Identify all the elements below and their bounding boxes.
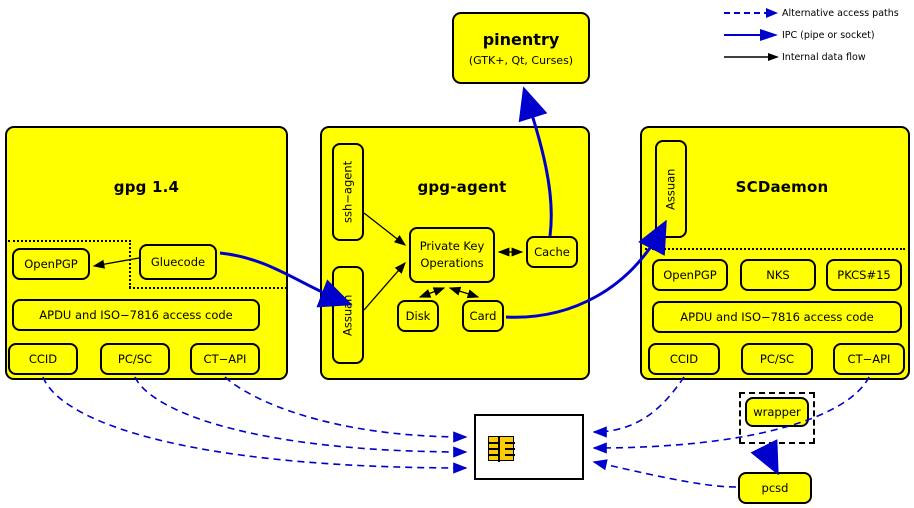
gpg-ctapi-label: CT−API [203, 351, 247, 366]
gpg-node-openpgp[interactable]: OpenPGP [12, 248, 90, 280]
gpg-agent-disk-label: Disk [405, 308, 431, 323]
legend: Alternative access paths IPC (pipe or so… [722, 2, 914, 68]
panel-gpg-agent-title: gpg-agent [417, 178, 507, 196]
legend-label-alternative-paths: Alternative access paths [782, 7, 899, 19]
scdaemon-pcsc-label: PC/SC [759, 351, 795, 366]
legend-label-internal-data-flow: Internal data flow [782, 51, 866, 63]
gpg-dotted-bottom [129, 287, 287, 289]
smartcard-chip-icon [488, 436, 515, 462]
scdaemon-node-assuan[interactable]: Assuan [655, 140, 687, 238]
gpg-agent-node-assuan[interactable]: Assuan [332, 266, 364, 364]
pcsd-label: pcsd [761, 480, 789, 495]
gpg-ccid-label: CCID [28, 351, 58, 366]
gpg-pcsc-label: PC/SC [117, 351, 153, 366]
smartcard[interactable] [474, 414, 584, 480]
gpg-dotted-vert [129, 240, 131, 288]
gpg-agent-cache-label: Cache [534, 244, 570, 259]
scdaemon-ccid-label: CCID [669, 351, 699, 366]
scdaemon-pkcs15-label: PKCS#15 [837, 267, 891, 282]
ipc-arrow-icon [722, 25, 782, 45]
legend-item-internal-data-flow: Internal data flow [722, 46, 914, 68]
scdaemon-node-nks[interactable]: NKS [740, 259, 816, 291]
panel-scdaemon-title: SCDaemon [735, 178, 829, 196]
gpg-agent-assuan-label: Assuan [340, 294, 355, 336]
gpg-agent-ssh-agent-label: ssh−agent [340, 160, 355, 224]
scdaemon-node-ccid[interactable]: CCID [648, 343, 720, 375]
scdaemon-node-ctapi[interactable]: CT−API [833, 343, 905, 375]
scdaemon-openpgp-label: OpenPGP [663, 267, 717, 282]
private-key-ops-line2: Operations [420, 256, 484, 270]
gpg-openpgp-label: OpenPGP [24, 256, 78, 271]
gpg-agent-node-disk[interactable]: Disk [397, 300, 439, 332]
scdaemon-nks-label: NKS [766, 267, 790, 282]
pinentry-box[interactable]: pinentry (GTK+, Qt, Curses) [452, 12, 590, 84]
gpg-node-pcsc[interactable]: PC/SC [100, 343, 170, 375]
gpg-agent-node-cache[interactable]: Cache [526, 236, 578, 268]
legend-item-ipc: IPC (pipe or socket) [722, 24, 914, 46]
panel-gpg-title: gpg 1.4 [113, 178, 180, 196]
scdaemon-assuan-label: Assuan [663, 168, 678, 210]
scdaemon-ctapi-label: CT−API [847, 351, 891, 366]
scdaemon-node-pkcs15[interactable]: PKCS#15 [826, 259, 902, 291]
gpg-agent-node-private-key-operations[interactable]: Private Key Operations [409, 227, 495, 283]
legend-label-ipc: IPC (pipe or socket) [782, 29, 875, 41]
node-wrapper[interactable]: wrapper [745, 397, 809, 427]
gpg-agent-node-ssh-agent[interactable]: ssh−agent [332, 143, 364, 241]
pinentry-subtitle: (GTK+, Qt, Curses) [468, 53, 574, 67]
scdaemon-apdu-label: APDU and ISO−7816 access code [680, 309, 874, 324]
gpg-agent-node-card[interactable]: Card [462, 300, 504, 332]
wrapper-label: wrapper [753, 404, 801, 419]
gpg-gluecode-label: Gluecode [150, 254, 206, 269]
scdaemon-node-apdu[interactable]: APDU and ISO−7816 access code [652, 301, 902, 333]
dashed-arrow-icon [722, 3, 782, 23]
scdaemon-node-pcsc[interactable]: PC/SC [741, 343, 813, 375]
pinentry-title: pinentry [482, 29, 560, 49]
gpg-node-ccid[interactable]: CCID [8, 343, 78, 375]
scdaemon-dotted-divider [645, 248, 905, 250]
gpg-apdu-label: APDU and ISO−7816 access code [39, 307, 233, 322]
scdaemon-node-openpgp[interactable]: OpenPGP [652, 259, 728, 291]
gpg-node-gluecode[interactable]: Gluecode [139, 244, 217, 280]
gpg-dotted-top-left [8, 240, 131, 242]
node-pcsd[interactable]: pcsd [738, 472, 812, 504]
gpg-agent-card-label: Card [469, 308, 497, 323]
legend-item-alternative-paths: Alternative access paths [722, 2, 914, 24]
gpg-node-apdu[interactable]: APDU and ISO−7816 access code [12, 299, 260, 331]
gpg-node-ctapi[interactable]: CT−API [190, 343, 260, 375]
data-flow-arrow-icon [722, 47, 782, 67]
private-key-ops-line1: Private Key [419, 239, 485, 254]
